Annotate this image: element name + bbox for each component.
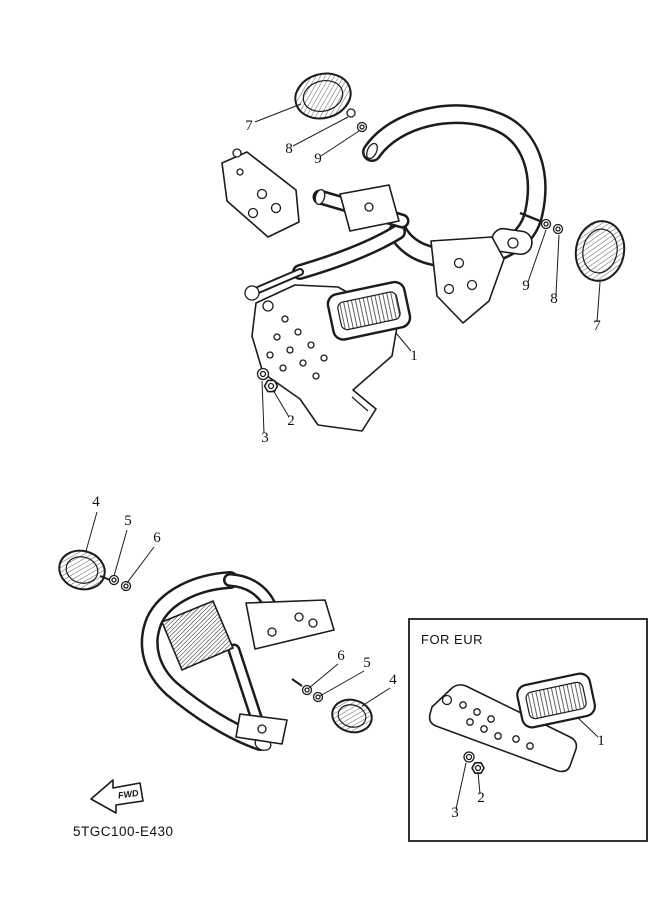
callout-4: 4 (389, 672, 397, 688)
rear-carrier-assembly (221, 72, 626, 432)
callout-1: 1 (410, 348, 418, 364)
leader-lines (85, 103, 601, 810)
callout-7: 7 (245, 118, 253, 134)
callout-6: 6 (337, 648, 345, 664)
callout-9: 9 (314, 151, 322, 167)
screw-washer-top-left (346, 108, 368, 133)
callout-numbers: 7 8 9 9 8 7 1 2 3 4 5 6 6 5 4 1 2 3 (92, 118, 605, 821)
inset-border (408, 618, 648, 842)
callout-4: 4 (92, 494, 100, 510)
callout-6: 6 (153, 530, 161, 546)
callout-1: 1 (597, 733, 605, 749)
washers-mid (291, 678, 324, 703)
round-reflector-left (58, 549, 106, 591)
callout-8: 8 (550, 291, 558, 307)
inset-bracket (428, 684, 578, 773)
ball-stud (244, 285, 260, 301)
fwd-arrow: FWD (90, 779, 144, 814)
front-guard-assembly (58, 549, 373, 751)
callout-5: 5 (124, 513, 132, 529)
callout-5: 5 (363, 655, 371, 671)
callout-8: 8 (285, 141, 293, 157)
inset-nut-washer (463, 751, 485, 775)
nut-washer-top-assembly (256, 367, 279, 393)
round-reflector-top-left (294, 72, 352, 120)
for-eur-inset: FOR EUR (408, 618, 648, 842)
left-bracket (221, 148, 300, 238)
callout-3: 3 (451, 805, 459, 821)
lower-bracket (235, 713, 288, 745)
washers-left (99, 574, 132, 592)
inset-rect-reflector (516, 672, 597, 729)
right-bracket (430, 227, 533, 324)
callout-9: 9 (522, 278, 530, 294)
screw-washers-right (519, 211, 564, 235)
center-bracket (339, 184, 400, 232)
rect-reflector (326, 280, 412, 341)
fwd-label: FWD (117, 788, 139, 801)
callout-7: 7 (593, 318, 601, 334)
callout-2: 2 (287, 413, 295, 429)
hatched-plate (160, 599, 235, 672)
callout-2: 2 (477, 790, 485, 806)
inset-label: FOR EUR (421, 632, 483, 647)
round-reflector-mid (331, 698, 373, 734)
part-code: 5TGC100-E430 (73, 824, 174, 839)
callout-3: 3 (261, 430, 269, 446)
upper-bracket-arm (245, 599, 335, 650)
round-reflector-right (574, 220, 626, 282)
